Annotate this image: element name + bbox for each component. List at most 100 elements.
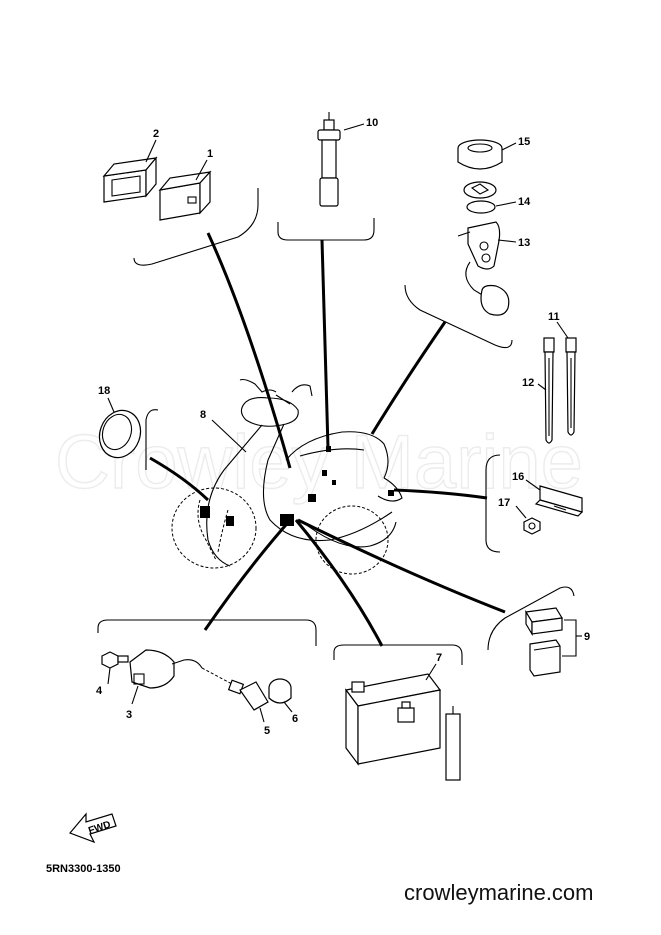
callout-13: 13 (518, 237, 530, 249)
fuse-body-edge (533, 645, 561, 651)
part-nut (523, 517, 541, 535)
leader-1 (195, 159, 208, 181)
callout-12: 12 (522, 377, 534, 389)
callout-15: 15 (518, 136, 530, 148)
part-plug-boot (268, 678, 292, 704)
rear-wheel (315, 505, 389, 575)
leader-relay-group (206, 232, 292, 469)
leader-6 (283, 701, 293, 713)
coil-body (129, 649, 175, 689)
callout-10: 10 (366, 117, 378, 129)
nut-body (523, 517, 541, 535)
fuse-body (529, 639, 561, 677)
part-plug-cap (227, 679, 269, 711)
leader-12 (537, 383, 547, 391)
footer-site: crowleymarine.com (404, 880, 594, 905)
leader-fuse-box (297, 518, 506, 614)
bracket-lower-left (97, 619, 317, 646)
bolt-head (101, 651, 119, 669)
battery-front (357, 689, 441, 765)
leader-14 (495, 201, 517, 207)
relay-side (199, 170, 211, 215)
leader-8 (211, 419, 247, 453)
grommet-inner (101, 413, 133, 451)
bracket-left (145, 409, 159, 470)
bracket-lower-center (333, 644, 463, 665)
seat-upper (285, 431, 389, 479)
part-fuel-sender-unit (457, 221, 510, 316)
bolt-shank (117, 655, 129, 663)
seal-body (457, 148, 503, 170)
part-sensor (317, 112, 341, 207)
callout-5: 5 (264, 725, 270, 737)
part-fuse-box (525, 607, 563, 677)
cover-side (145, 156, 157, 198)
battery-terminal-neg (351, 681, 365, 693)
leader-15 (501, 142, 517, 151)
part-fuel-sender-plate (463, 181, 497, 214)
plug-cap-body (239, 681, 269, 711)
plate-ring (466, 200, 496, 214)
bracket-right (485, 454, 501, 553)
sender-hole-b (481, 253, 491, 263)
fwd-arrow: FWD (68, 812, 117, 844)
callout-1: 1 (207, 148, 213, 160)
leader-fuel-sender (370, 321, 447, 435)
bracket-top-right (404, 284, 513, 349)
coil-terminal (133, 673, 145, 685)
leader-grommet (149, 456, 210, 502)
nut-hole (528, 522, 536, 530)
front-wheel (171, 487, 257, 569)
relay-terminal (187, 196, 197, 204)
part-cable-tie-short (565, 337, 577, 436)
mount-point-a (200, 506, 210, 518)
handlebar-right (291, 384, 313, 397)
headset (240, 397, 299, 427)
plate-detail (470, 183, 490, 195)
mount-point-b (226, 516, 234, 526)
mount-point-f (322, 470, 327, 476)
tail (377, 477, 403, 502)
leader-battery (294, 519, 384, 647)
coil-lead (171, 659, 203, 669)
callout-9: 9 (584, 631, 590, 643)
sender-arm (465, 261, 485, 297)
part-grommet (98, 409, 142, 459)
mirror-stem (275, 394, 291, 405)
front-suspension (197, 499, 217, 561)
mount-point-g (388, 490, 394, 496)
bracket-top-left (133, 188, 259, 266)
bracket-top-center (277, 218, 375, 241)
leader-13 (497, 239, 517, 243)
tie-short-head (565, 337, 577, 353)
sender-body (467, 221, 501, 270)
callouts: 1 2 3 4 5 6 7 8 9 10 11 12 13 14 15 16 1… (96, 117, 590, 737)
part-fuel-sender-seal (457, 139, 503, 170)
leader-sensor (320, 239, 330, 449)
leader-5 (259, 707, 265, 723)
callout-2: 2 (153, 128, 159, 140)
group-brackets (97, 188, 575, 665)
mount-point-e (326, 446, 331, 452)
front-suspension-2 (217, 509, 229, 553)
leader-ignition-coil (203, 517, 294, 631)
front-fork-body (206, 424, 263, 567)
group-leaders (149, 232, 506, 647)
leader-16 (525, 479, 541, 491)
boot-body (268, 688, 292, 704)
part-relay-cover (102, 156, 158, 203)
callout-16: 16 (512, 471, 524, 483)
leader-11 (556, 321, 569, 339)
part-code: 5RN3300-1350 (46, 863, 121, 875)
callout-8: 8 (200, 409, 206, 421)
sender-hole-a (479, 241, 489, 251)
leader-18 (107, 397, 115, 413)
bracket-lower-right (487, 586, 575, 651)
handlebar-left (239, 378, 277, 393)
plate-disc (463, 181, 497, 199)
callout-7: 7 (436, 652, 442, 664)
part-bolt (101, 651, 129, 669)
callout-18: 18 (98, 385, 110, 397)
leader-damper (393, 488, 488, 500)
